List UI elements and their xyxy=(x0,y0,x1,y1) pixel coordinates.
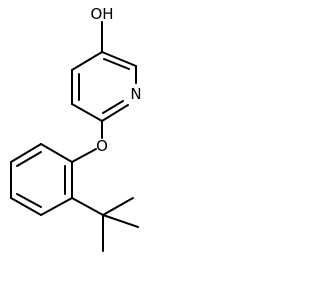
bond-oxygen-c1prime xyxy=(71,148,97,163)
bond-c5-c6 xyxy=(71,103,103,122)
ether-oxygen-label: O xyxy=(96,137,108,155)
bond-c2p-c3p xyxy=(40,197,73,216)
phenyl-ring xyxy=(10,143,73,216)
bond-c2-c3-inner xyxy=(103,58,130,70)
tert-butyl-group xyxy=(71,197,139,252)
canvas-background xyxy=(0,0,150,292)
bond-methyl-up xyxy=(102,197,134,216)
bond-c3p-c4p xyxy=(10,197,42,216)
bond-c3-c4 xyxy=(71,51,103,71)
hydroxyl-label: OH xyxy=(90,5,113,23)
bond-c6-n1 xyxy=(101,104,129,122)
bond-c6p-c1p xyxy=(40,143,73,163)
bond-c6-n1-inner xyxy=(102,100,124,114)
ring-nitrogen-label: N xyxy=(130,85,141,103)
chemical-structure-diagram: OH N O xyxy=(0,0,150,292)
pyridinol-ring xyxy=(71,51,137,122)
bond-c5p-c6p xyxy=(10,143,42,163)
bond-ring-quaternary-carbon xyxy=(71,197,104,216)
bond-c3p-c4p-inner xyxy=(16,193,42,208)
bond-methyl-right xyxy=(102,214,139,228)
bond-c2-c3 xyxy=(101,51,137,67)
bond-c5p-c6p-inner xyxy=(16,151,42,167)
